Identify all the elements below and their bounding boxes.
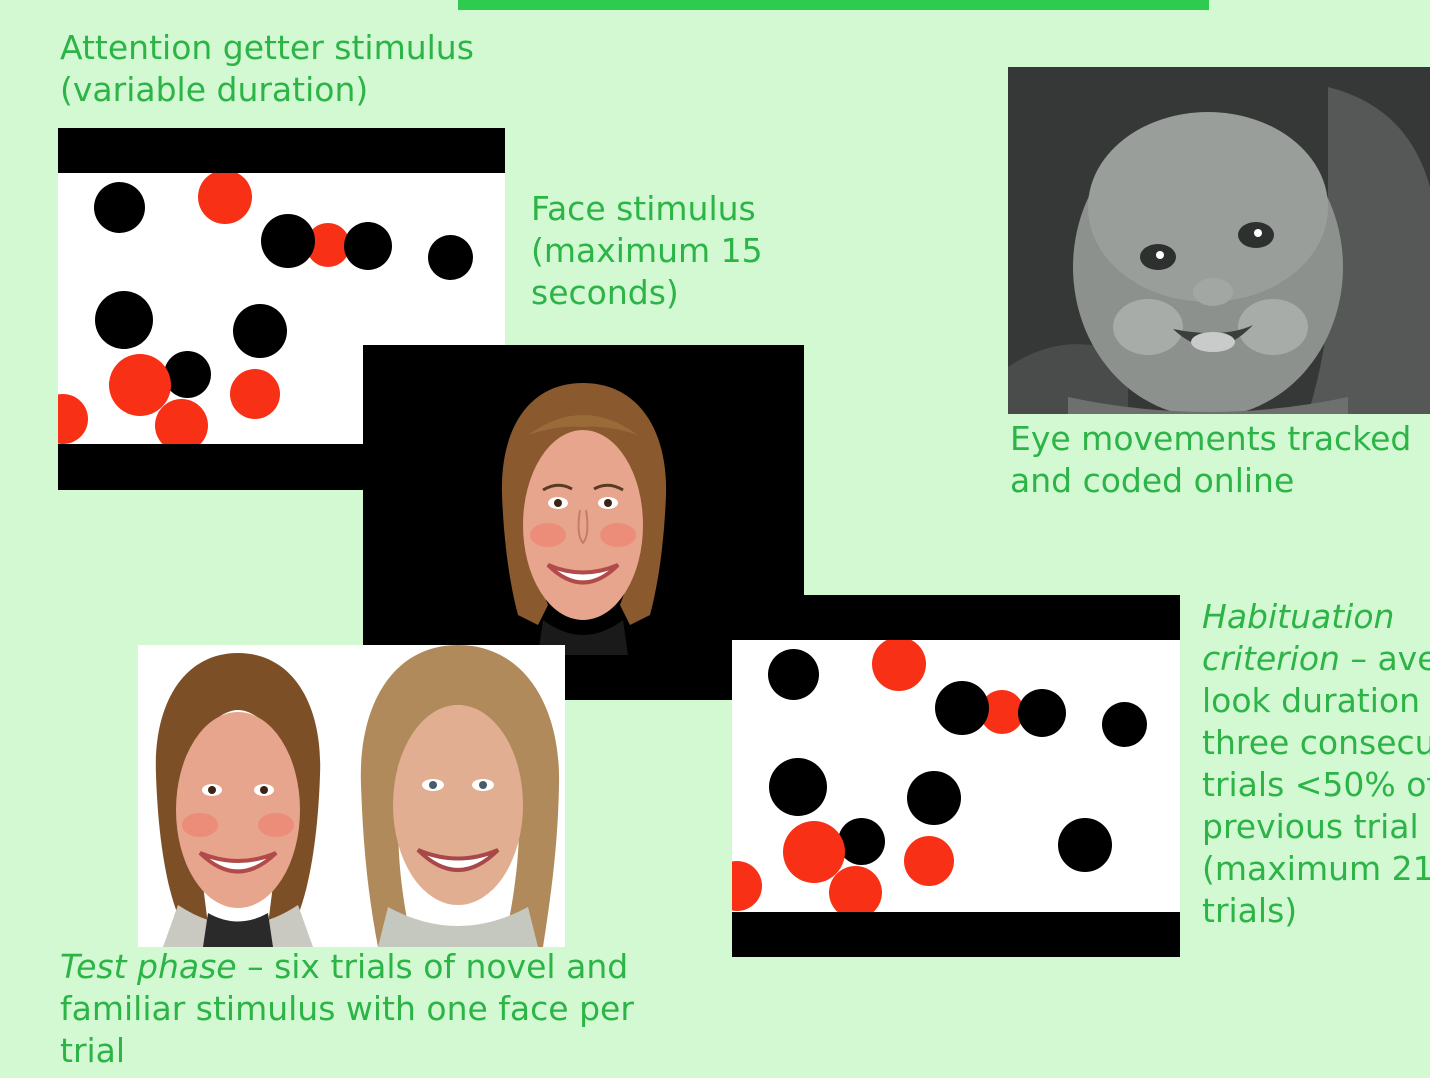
habituation-caption-line3: look duration	[1202, 680, 1430, 722]
attention-getter-caption-line1: Attention getter stimulus	[60, 27, 520, 69]
test-phase-caption: Test phase – six trials of novel and fam…	[60, 946, 700, 1072]
black-dot	[428, 235, 473, 280]
habituation-caption-line1: Habituation	[1202, 596, 1430, 638]
novel-face	[361, 645, 559, 947]
red-dot	[904, 836, 954, 886]
black-dot	[769, 758, 827, 816]
familiar-face	[156, 653, 320, 947]
black-dot	[935, 681, 989, 735]
black-dot	[768, 649, 819, 700]
black-dot	[344, 222, 392, 270]
face-stimulus-caption-line1: Face stimulus	[531, 188, 791, 230]
black-dot	[261, 214, 315, 268]
red-dot	[58, 394, 88, 444]
eye-tracking-caption-line2: and coded online	[1010, 460, 1430, 502]
eye-tracking-caption: Eye movements tracked and coded online	[1010, 418, 1430, 502]
red-dot	[872, 640, 926, 691]
habituation-caption-line2: criterion – ave	[1202, 638, 1430, 680]
face-stimulus-caption-line3: seconds)	[531, 272, 791, 314]
familiar-and-novel-faces	[138, 645, 565, 947]
black-dot	[1058, 818, 1112, 872]
test-phase-caption-line1: Test phase – six trials of novel and	[60, 946, 700, 988]
habituation-term2: criterion	[1202, 639, 1340, 678]
black-dot	[907, 771, 961, 825]
black-dot	[1018, 689, 1066, 737]
face-stimulus-caption-line2: (maximum 15	[531, 230, 791, 272]
title-underline	[458, 0, 1209, 10]
habituation-caption-line6: previous trial	[1202, 806, 1430, 848]
red-dot	[829, 866, 882, 912]
black-dot	[233, 304, 287, 358]
attention-getter-caption-line2: (variable duration)	[60, 69, 520, 111]
test-phase-faces	[138, 645, 565, 947]
test-phase-rest: – six trials of novel and	[237, 947, 629, 986]
infant-infrared-photo	[1008, 67, 1430, 414]
red-dot	[155, 399, 208, 444]
red-dot	[230, 369, 280, 419]
black-dot	[164, 351, 211, 398]
habituation-screen	[732, 595, 1180, 957]
red-dot	[732, 861, 762, 911]
black-dot	[1102, 702, 1147, 747]
black-dot	[94, 182, 145, 233]
black-dot	[95, 291, 153, 349]
infant-camera-view	[1008, 67, 1430, 414]
dots-canvas	[732, 640, 1180, 912]
black-dot	[838, 818, 885, 865]
test-phase-caption-line3: trial	[60, 1030, 700, 1072]
habituation-caption-line4: three consecu	[1202, 722, 1430, 764]
test-phase-term: Test phase	[60, 947, 237, 986]
habituation-rest: – ave	[1340, 639, 1430, 678]
smiling-woman-face	[488, 375, 678, 655]
habituation-caption-line7: (maximum 21	[1202, 848, 1430, 890]
habituation-caption: Habituation criterion – ave look duratio…	[1202, 596, 1430, 932]
habituation-caption-line5: trials <50% of	[1202, 764, 1430, 806]
red-dot	[198, 173, 252, 224]
face-stimulus-caption: Face stimulus (maximum 15 seconds)	[531, 188, 791, 314]
habituation-caption-line8: trials)	[1202, 890, 1430, 932]
eye-tracking-caption-line1: Eye movements tracked	[1010, 418, 1430, 460]
habituation-term: Habituation	[1202, 597, 1394, 636]
test-phase-caption-line2: familiar stimulus with one face per	[60, 988, 700, 1030]
attention-getter-caption: Attention getter stimulus (variable dura…	[60, 27, 520, 111]
